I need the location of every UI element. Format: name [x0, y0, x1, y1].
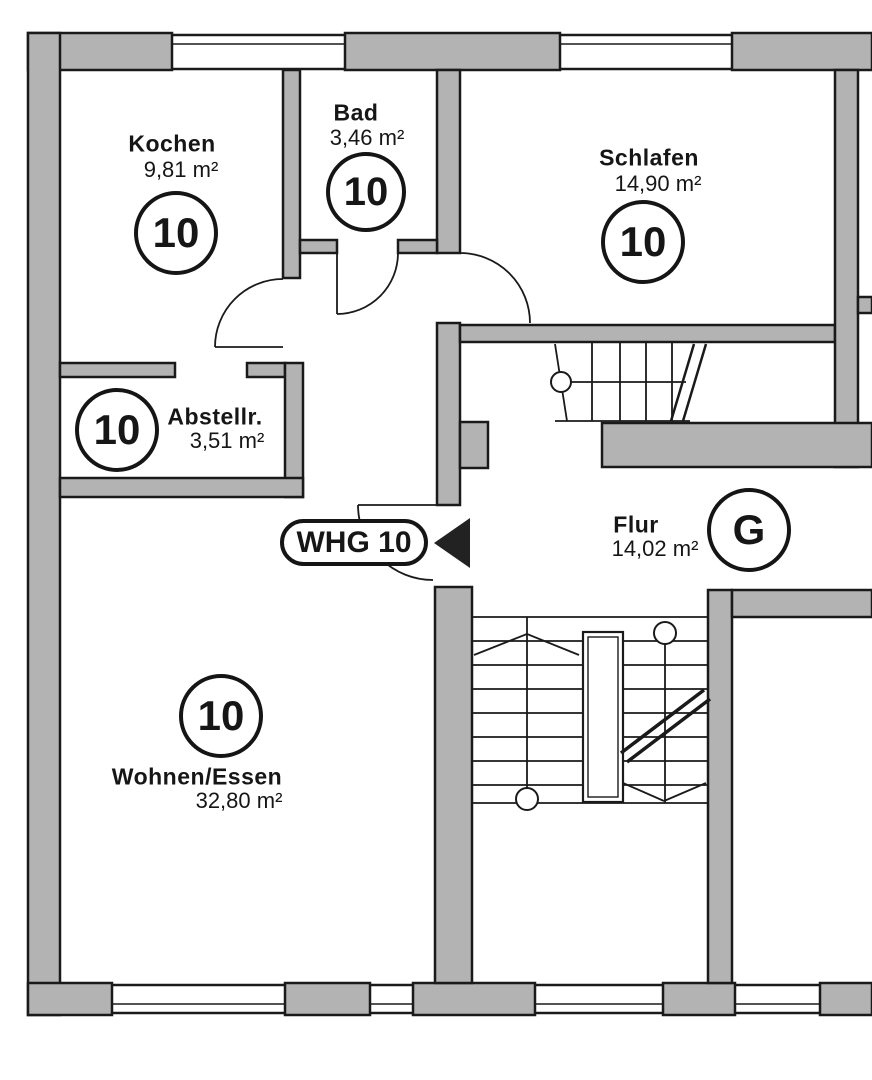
room-name-kochen: Kochen [128, 130, 216, 157]
apartment-tag: WHG 10 [280, 519, 428, 566]
window-top-kochen [172, 33, 345, 71]
room-area-wohnen: 32,80 m² [195, 788, 283, 813]
window-top-schlafen [560, 33, 732, 71]
room-name-flur: Flur [613, 511, 659, 538]
window-bottom-right-room [735, 983, 820, 1015]
unit-badge-bad: 10 [326, 152, 406, 232]
walls [26, 31, 872, 1017]
room-area-schlafen: 14,90 m² [614, 171, 702, 196]
room-area-kochen: 9,81 m² [143, 157, 219, 182]
room-area-flur: 14,02 m² [611, 536, 699, 561]
room-name-schlafen: Schlafen [599, 144, 699, 171]
unit-badge-kochen: 10 [134, 191, 218, 275]
room-area-bad: 3,46 m² [329, 125, 405, 150]
staircase-badge-g: G [707, 488, 791, 572]
room-name-wohnen: Wohnen/Essen [111, 763, 283, 790]
door-schlafen [459, 252, 531, 324]
room-area-abstellraum: 3,51 m² [189, 428, 265, 453]
window-bottom-wohnen-small [370, 983, 413, 1015]
door-kochen [214, 278, 284, 348]
unit-badge-wohnen: 10 [179, 674, 263, 758]
windows [112, 33, 820, 1015]
unit-badge-abstellraum: 10 [75, 388, 159, 472]
stair-break-line [669, 343, 696, 422]
entrance-arrow-icon [434, 518, 470, 568]
window-bottom-stairwell [535, 983, 663, 1015]
staircase-upper [550, 343, 708, 422]
stair-well [581, 630, 625, 804]
door-bad [336, 252, 399, 315]
staircase-main [472, 616, 712, 811]
room-name-bad: Bad [333, 99, 379, 126]
room-name-abstellraum: Abstellr. [167, 403, 263, 430]
window-bottom-wohnen-large [112, 983, 285, 1015]
stair-break-line [619, 688, 706, 755]
unit-badge-schlafen: 10 [601, 200, 685, 284]
